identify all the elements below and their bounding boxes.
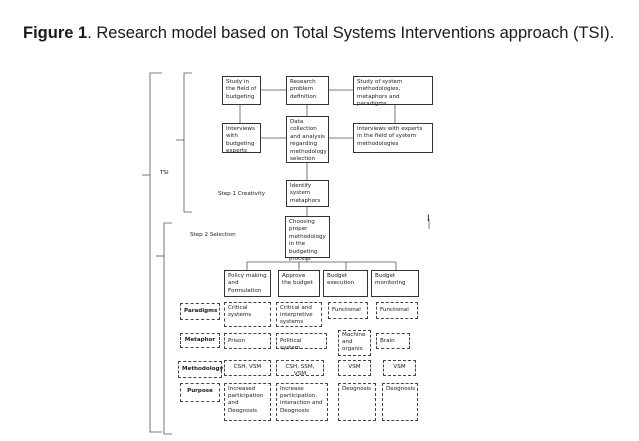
research-problem-box: Research problem definition <box>286 76 329 105</box>
stage-approve-box: Approve the budget <box>278 270 320 297</box>
cell-purpose-policy: Increased participation and Deognosis <box>224 383 271 421</box>
row-label-metaphor: Metaphor <box>180 333 220 348</box>
cell-purpose-execution: Deognosis <box>338 383 376 421</box>
cell-paradigms-monitoring: Functional <box>376 302 418 319</box>
cell-purpose-monitoring: Deognosis <box>382 383 418 421</box>
stage-execution-box: Budget execution <box>323 270 368 297</box>
cell-methodology-monitoring: VSM <box>383 360 416 376</box>
interviews-budgeting-box: Interviews with budgeting experts <box>222 123 261 154</box>
data-collection-box: Data collection and analysis regarding m… <box>286 116 329 163</box>
row-label-methodology: Methodology <box>178 361 223 378</box>
step1-label: Step 1 Creativity <box>218 191 265 197</box>
study-methodologies-box: Study of system methodologies, metaphors… <box>353 76 433 107</box>
cell-purpose-approve: Increase participation, interaction and … <box>276 383 328 421</box>
cell-methodology-policy: CSH, VSM <box>224 360 271 376</box>
figure-label: Figure 1 <box>23 24 88 42</box>
cell-metaphor-monitoring: Brain <box>376 333 410 349</box>
cell-metaphor-execution: Machine and organis <box>338 330 371 356</box>
side-mark: I <box>427 214 430 224</box>
cell-paradigms-policy: Critical systems <box>224 302 271 327</box>
cell-methodology-execution: VSM <box>338 360 371 376</box>
tsi-label: TSI <box>160 170 169 176</box>
step2-label: Step 2 Selection <box>190 232 236 238</box>
row-label-purpose: Purpose <box>180 383 220 402</box>
choosing-methodology-box: Choosing proper methodology in the budge… <box>285 216 330 262</box>
row-label-paradigms: Paradigms <box>180 303 220 320</box>
cell-paradigms-execution: Functional <box>328 302 368 319</box>
stage-policy-box: Policy making and Formulation <box>224 270 271 297</box>
interviews-system-box: Interviews with experts in the field of … <box>353 123 433 153</box>
stage-monitoring-box: Budget monitoring <box>371 270 419 297</box>
figure-caption-text: . Research model based on Total Systems … <box>87 24 615 42</box>
figure-caption: Figure 1. Research model based on Total … <box>23 24 614 43</box>
study-budgeting-box: Study in the field of budgeting <box>222 76 261 105</box>
identify-metaphors-box: Identify system metaphors <box>286 180 329 207</box>
cell-methodology-approve: CSH, SSM, VSM <box>276 360 324 377</box>
cell-metaphor-approve: Political system <box>276 333 327 351</box>
cell-metaphor-policy: Prison <box>224 333 271 349</box>
cell-paradigms-approve: Critical and interpretive systems <box>276 302 322 327</box>
